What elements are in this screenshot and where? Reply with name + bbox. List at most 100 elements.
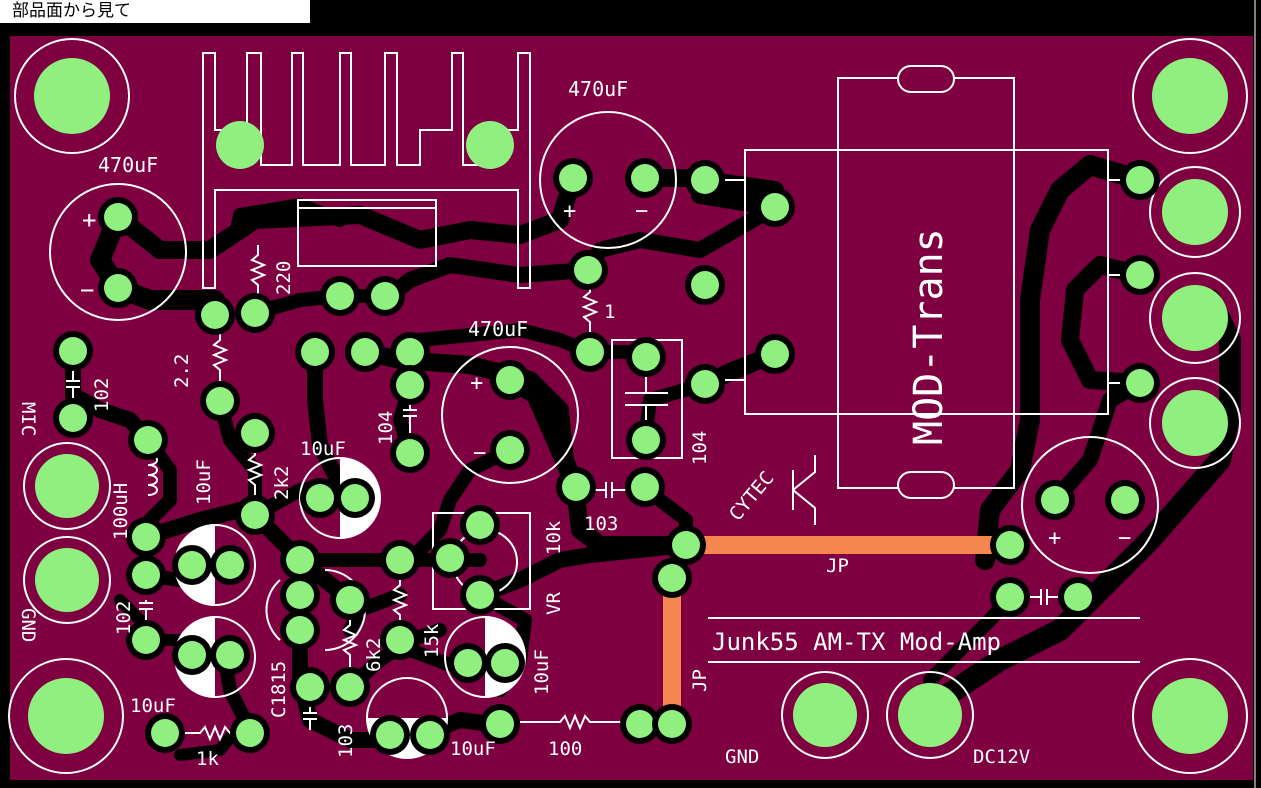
- label-r220: 220: [273, 261, 295, 295]
- label-r1: 1: [604, 301, 615, 323]
- pad-large: [35, 548, 99, 612]
- pad: [761, 340, 789, 368]
- pad-large: [1162, 179, 1228, 245]
- pad: [241, 501, 269, 529]
- pad: [306, 484, 334, 512]
- board-title: Junk55 AM-TX Mod-Amp: [712, 628, 1001, 656]
- label-dc12v: DC12V: [973, 746, 1030, 768]
- jumper-wires: [663, 536, 1017, 733]
- pad: [301, 338, 329, 366]
- pad: [386, 546, 414, 574]
- pad: [454, 649, 482, 677]
- minus-mid: −: [473, 441, 486, 466]
- pad: [386, 626, 414, 654]
- pad: [672, 531, 700, 559]
- label-vr: VR: [543, 592, 565, 615]
- pad: [286, 616, 314, 644]
- pad: [1041, 486, 1069, 514]
- label-c103-b: 103: [335, 724, 357, 758]
- pad: [59, 404, 87, 432]
- pad: [351, 338, 379, 366]
- pad: [1126, 261, 1154, 289]
- pad-large: [1162, 390, 1228, 456]
- pad-large: [216, 121, 264, 169]
- pad: [631, 473, 659, 501]
- pad: [216, 551, 244, 579]
- pad: [1064, 583, 1092, 611]
- label-r6k2: 6k2: [363, 638, 385, 672]
- minus-tl: −: [80, 276, 94, 304]
- label-c102-a: 102: [91, 378, 113, 412]
- label-jp-v: JP: [689, 669, 711, 692]
- pad: [132, 523, 160, 551]
- pad: [216, 641, 244, 669]
- pad: [132, 626, 160, 654]
- label-mod-trans: MOD-Trans: [906, 228, 952, 445]
- pad: [178, 641, 206, 669]
- cap-470uf-tl-outline: [49, 183, 187, 321]
- pad: [1111, 486, 1139, 514]
- pad: [486, 710, 514, 738]
- pad: [761, 193, 789, 221]
- pad-large: [466, 121, 514, 169]
- pad: [496, 366, 524, 394]
- label-c10uf-b: 10uF: [300, 438, 346, 460]
- pad: [691, 370, 719, 398]
- pad: [1126, 369, 1154, 397]
- pad: [396, 439, 424, 467]
- cap-right-outline: [1021, 436, 1159, 574]
- label-r2k2: 2k2: [271, 466, 293, 500]
- heatsink-outline: [202, 52, 531, 289]
- pad: [132, 561, 160, 589]
- pad: [178, 551, 206, 579]
- pad: [241, 419, 269, 447]
- pad: [691, 166, 719, 194]
- pad: [658, 710, 686, 738]
- pad: [632, 426, 660, 454]
- pad: [326, 282, 354, 310]
- pad: [396, 338, 424, 366]
- label-c104-b: 104: [689, 431, 711, 465]
- label-r2-2: 2.2: [171, 354, 193, 388]
- pad: [286, 581, 314, 609]
- mod-trans-outline: [744, 149, 1109, 415]
- label-jp-h: JP: [826, 555, 849, 577]
- pad: [241, 299, 269, 327]
- pad: [104, 203, 132, 231]
- pad: [416, 721, 444, 749]
- label-vr10k: 10k: [543, 520, 565, 555]
- pad: [658, 564, 686, 592]
- label-gnd-bottom: GND: [725, 746, 759, 768]
- pad: [201, 301, 229, 329]
- pad: [436, 544, 464, 572]
- minus-right: −: [1118, 526, 1131, 551]
- pad: [491, 649, 519, 677]
- plus-right: +: [1048, 526, 1061, 551]
- pad-large: [28, 678, 104, 754]
- pad: [336, 586, 364, 614]
- pad: [134, 426, 162, 454]
- regulator-outline: [297, 199, 437, 267]
- window-title: 部品面から見て: [0, 0, 310, 23]
- plus-top: +: [563, 199, 576, 224]
- pad: [562, 473, 590, 501]
- pad: [691, 271, 719, 299]
- pad-large: [34, 58, 110, 134]
- pad: [59, 337, 87, 365]
- label-c10uf-e: 10uF: [450, 738, 496, 760]
- pads: [28, 58, 1228, 755]
- minus-top: −: [635, 199, 648, 224]
- label-r15k: 15k: [421, 623, 443, 658]
- pad: [376, 721, 404, 749]
- pad: [286, 546, 314, 574]
- pad: [996, 531, 1024, 559]
- pad: [559, 164, 587, 192]
- label-c1815: C1815: [268, 661, 290, 718]
- pad: [576, 338, 604, 366]
- pad-large: [1152, 678, 1228, 754]
- cap-470uf-top-outline: [539, 111, 677, 249]
- pad: [632, 343, 660, 371]
- pad: [626, 710, 654, 738]
- pad-large: [35, 454, 99, 518]
